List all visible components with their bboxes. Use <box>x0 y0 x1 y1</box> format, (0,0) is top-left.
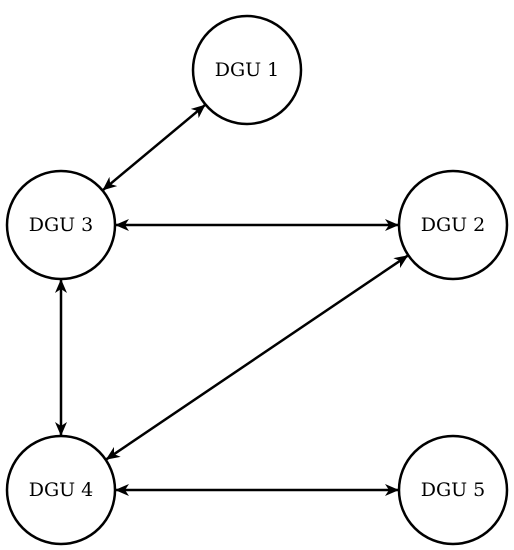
node-dgu-2-circle <box>397 169 509 281</box>
node-dgu-4-circle <box>5 434 117 546</box>
node-dgu-3-label: DGU 3 <box>29 214 94 236</box>
nodes-layer: DGU 1 DGU 2 DGU 3 DGU 4 DGU 5 <box>5 14 509 546</box>
node-dgu-1-circle <box>191 14 303 126</box>
node-dgu-2: DGU 2 <box>397 169 509 281</box>
node-dgu-4: DGU 4 <box>5 434 117 546</box>
node-dgu-3: DGU 3 <box>5 169 117 281</box>
node-dgu-1: DGU 1 <box>191 14 303 126</box>
node-dgu-5-circle <box>397 434 509 546</box>
node-dgu-1-label: DGU 1 <box>215 59 280 81</box>
node-dgu-4-label: DGU 4 <box>29 479 94 501</box>
node-dgu-3-circle <box>5 169 117 281</box>
edge-n1-n3-arrow <box>102 104 206 191</box>
node-dgu-2-label: DGU 2 <box>421 214 486 236</box>
edges-layer <box>55 104 409 496</box>
edge-n2-n4-arrow <box>105 254 409 461</box>
node-dgu-5: DGU 5 <box>397 434 509 546</box>
node-dgu-5-label: DGU 5 <box>421 479 486 501</box>
